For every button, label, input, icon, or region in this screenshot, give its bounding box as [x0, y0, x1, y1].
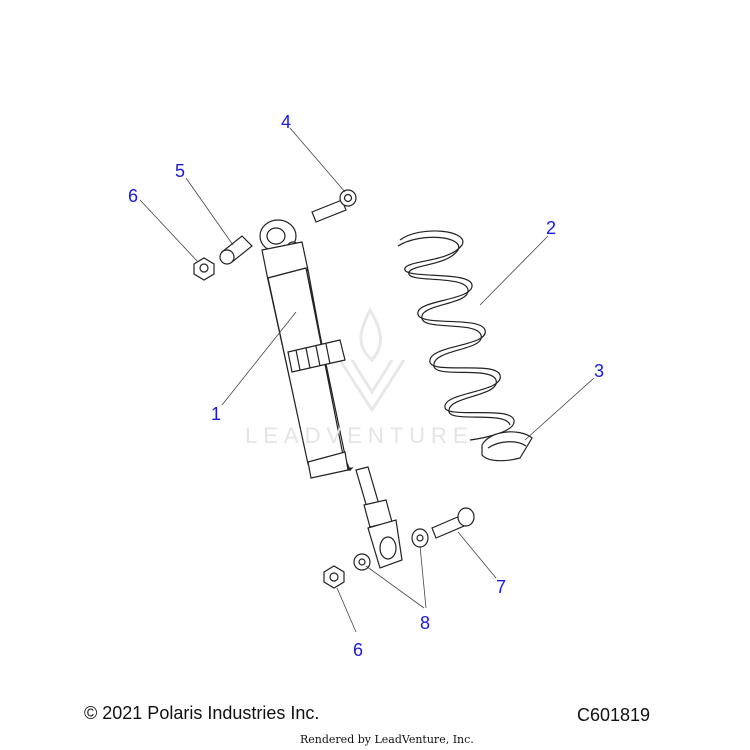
callout-4[interactable]: 4 — [281, 112, 292, 132]
lower-nut — [323, 565, 345, 589]
coil-spring — [397, 230, 515, 441]
watermark-logo — [338, 306, 406, 413]
copyright-text: © 2021 Polaris Industries Inc. — [84, 703, 320, 723]
rendered-by-text: Rendered by LeadVenture, Inc. — [300, 733, 474, 746]
callout-1[interactable]: 1 — [211, 404, 222, 424]
callout-7[interactable]: 7 — [496, 577, 507, 597]
diagram-code: C601819 — [577, 705, 651, 725]
lower-bolt — [431, 507, 475, 539]
leader-lines — [139, 127, 595, 633]
callout-3[interactable]: 3 — [594, 361, 605, 381]
shock-absorber — [259, 219, 403, 569]
spring-retainer — [481, 431, 533, 462]
watermark-text: LEADVENTURE — [245, 423, 474, 448]
upper-nut — [193, 257, 215, 281]
callout-8[interactable]: 8 — [420, 613, 431, 633]
callout-6-top[interactable]: 6 — [128, 186, 139, 206]
bushing — [219, 235, 253, 265]
callout-2[interactable]: 2 — [546, 218, 557, 238]
callout-5[interactable]: 5 — [175, 161, 186, 181]
callout-6-bottom[interactable]: 6 — [353, 640, 364, 660]
upper-bolt — [311, 189, 357, 223]
